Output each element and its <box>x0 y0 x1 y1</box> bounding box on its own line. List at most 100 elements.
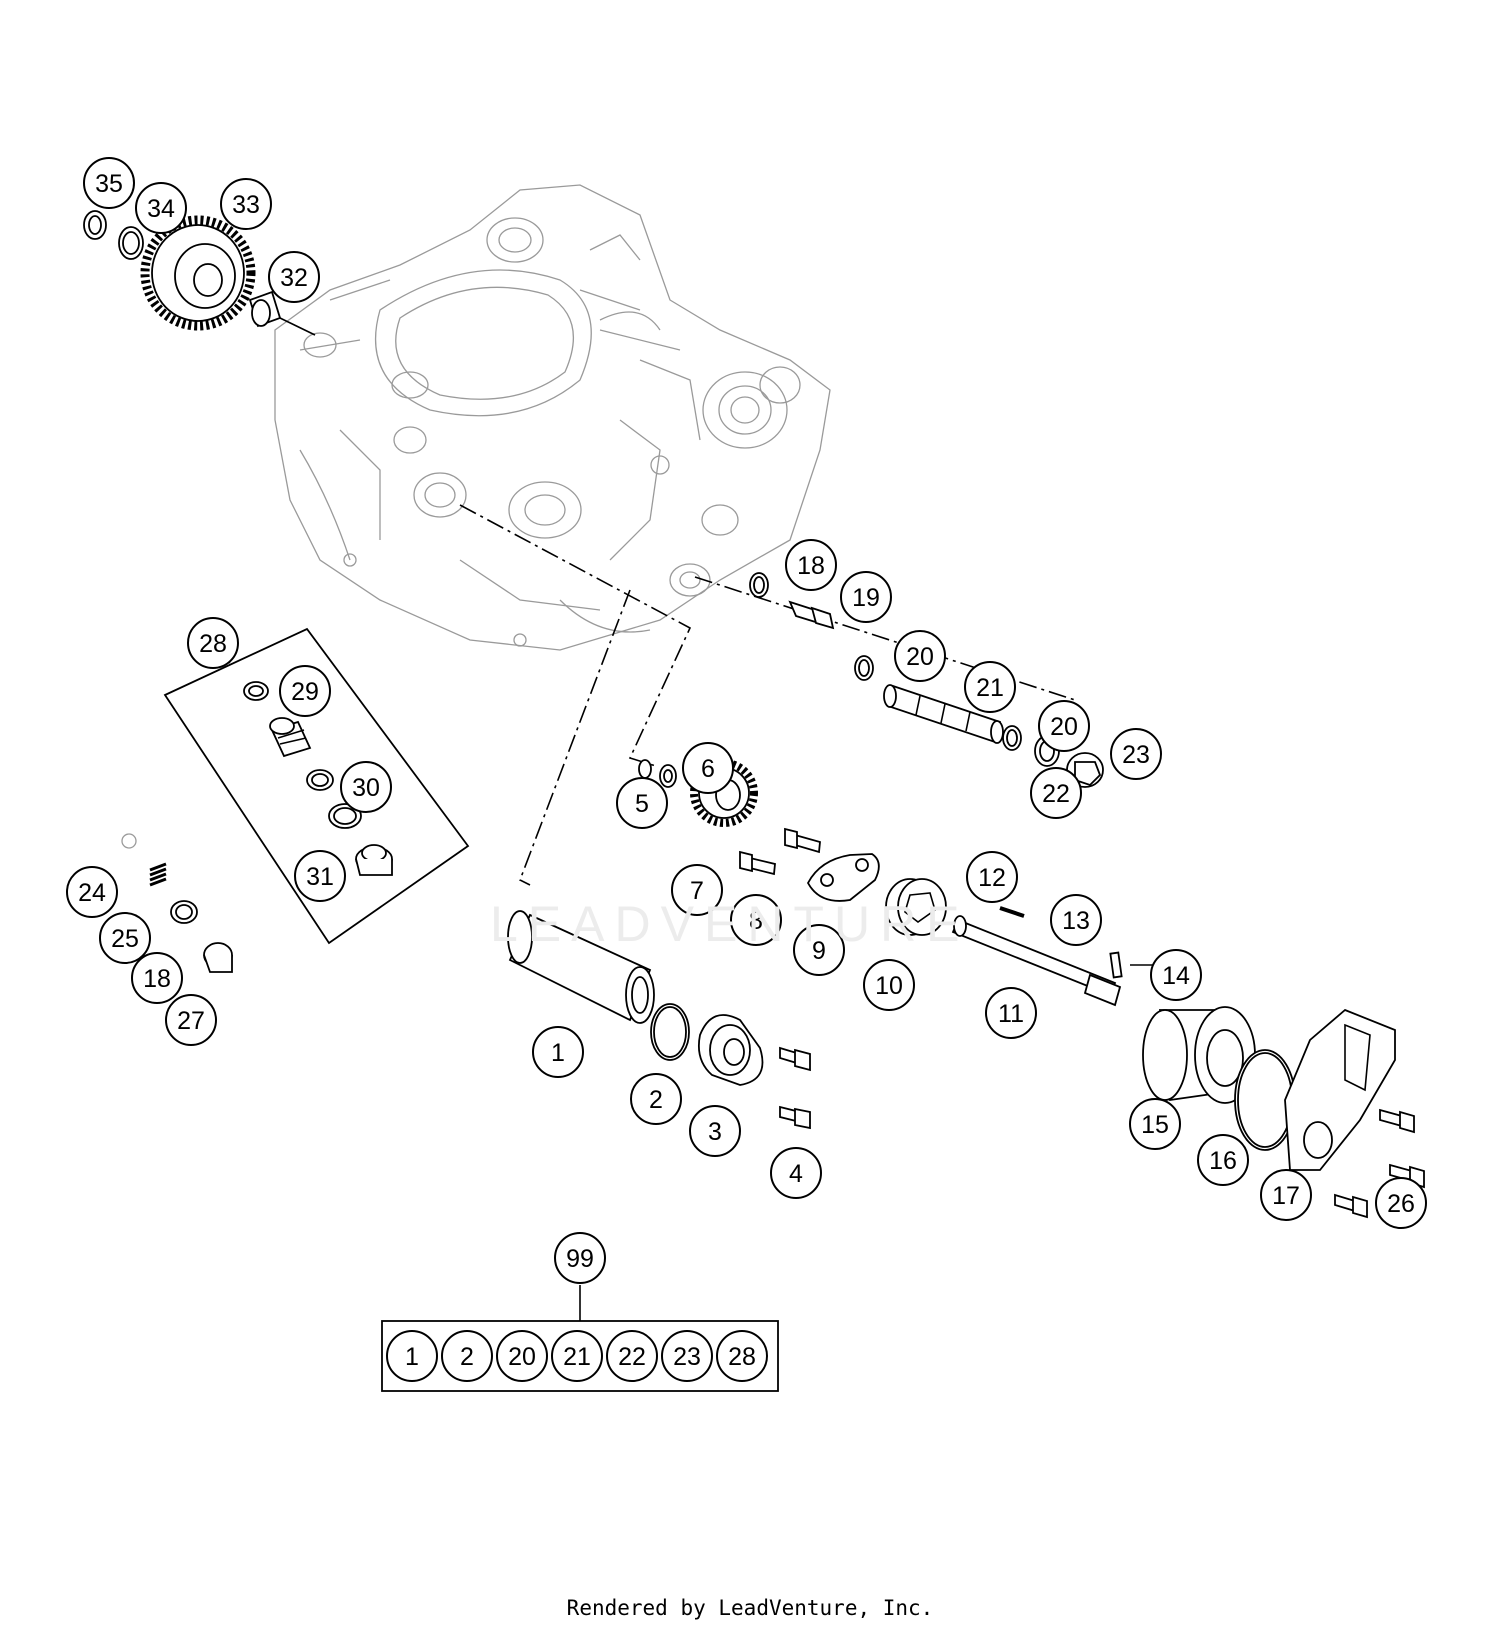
callout-label: 30 <box>352 774 380 802</box>
callout-circle <box>165 994 217 1046</box>
kit-item-circle <box>661 1330 713 1382</box>
bushing-32 <box>248 290 316 336</box>
kit-item-circle <box>441 1330 493 1382</box>
callout-24-ball: 24 <box>66 866 118 918</box>
kit-item-21: 21 <box>551 1330 603 1382</box>
kit-item-28: 28 <box>716 1330 768 1382</box>
callout-19-screw-plug: 19 <box>840 571 892 623</box>
callout-33-gear: 33 <box>220 178 272 230</box>
pin-13 <box>999 906 1025 918</box>
kit-item-23: 23 <box>661 1330 713 1382</box>
callout-22-seal-ring: 22 <box>1030 767 1082 819</box>
callout-circle <box>689 1105 741 1157</box>
callout-99-kit: 99 <box>554 1232 606 1284</box>
callout-label: 20 <box>1050 713 1078 741</box>
callout-14-pin: 14 <box>1150 949 1202 1001</box>
seal-ring-18b <box>749 572 769 598</box>
o-ring-20a <box>854 655 874 681</box>
kit-item-label: 20 <box>508 1343 536 1371</box>
callout-6-washer: 6 <box>682 742 734 794</box>
washer-34 <box>118 226 144 260</box>
callout-label: 34 <box>147 195 175 223</box>
rotor-10 <box>885 878 947 936</box>
callout-label: 20 <box>906 643 934 671</box>
kit-item-20: 20 <box>496 1330 548 1382</box>
kit-item-circle <box>606 1330 658 1382</box>
callout-circle <box>135 182 187 234</box>
callout-9-cover: 9 <box>793 924 845 976</box>
screw-4b <box>779 1105 811 1130</box>
ball-24 <box>121 833 137 849</box>
callout-label: 2 <box>649 1086 663 1114</box>
callout-1-oil-filter: 1 <box>532 1026 584 1078</box>
callout-circle <box>770 1147 822 1199</box>
kit-item-1: 1 <box>386 1330 438 1382</box>
callout-circle <box>268 251 320 303</box>
callout-label: 15 <box>1141 1111 1169 1139</box>
strainer <box>269 717 312 758</box>
callout-label: 12 <box>978 864 1006 892</box>
watermark: LEADVENTURE <box>490 896 970 952</box>
callout-circle <box>187 617 239 669</box>
callout-label: 33 <box>232 191 260 219</box>
oil-filter-1 <box>507 910 655 1024</box>
callout-circle <box>964 661 1016 713</box>
screw-8 <box>739 850 776 876</box>
kit-item-label: 1 <box>405 1343 419 1371</box>
callout-label: 13 <box>1062 907 1090 935</box>
callout-label: 32 <box>280 264 308 292</box>
callout-circle <box>894 630 946 682</box>
callout-circle <box>294 850 346 902</box>
callout-label: 8 <box>749 907 763 935</box>
washer-6 <box>659 764 677 788</box>
callout-circle <box>840 571 892 623</box>
kit-item-label: 21 <box>563 1343 591 1371</box>
kit-item-label: 22 <box>618 1343 646 1371</box>
kit-item-circle <box>716 1330 768 1382</box>
callout-label: 9 <box>812 937 826 965</box>
gear-33 <box>140 215 256 331</box>
callout-circle <box>730 894 782 946</box>
kit-item-label: 23 <box>673 1343 701 1371</box>
callout-2-o-ring: 2 <box>630 1073 682 1125</box>
callout-circle <box>66 866 118 918</box>
callout-circle <box>1050 894 1102 946</box>
callout-4-screw: 4 <box>770 1147 822 1199</box>
callout-label: 21 <box>976 674 1004 702</box>
callout-circle <box>279 665 331 717</box>
callout-32-bushing: 32 <box>268 251 320 303</box>
callout-27-screw-plug: 27 <box>165 994 217 1046</box>
callout-circle <box>99 912 151 964</box>
pin-14 <box>1109 951 1157 979</box>
callout-18-seal-ring: 18 <box>785 539 837 591</box>
callout-label: 27 <box>177 1007 205 1035</box>
callout-label: 28 <box>199 630 227 658</box>
screw-plug-27 <box>203 942 233 973</box>
kit-item-label: 28 <box>728 1343 756 1371</box>
filter-cover-3 <box>697 1014 764 1086</box>
callout-16-o-ring: 16 <box>1197 1134 1249 1186</box>
callout-label: 25 <box>111 925 139 953</box>
callout-circle <box>985 987 1037 1039</box>
callout-26-screw: 26 <box>1375 1177 1427 1229</box>
screw-26a <box>1379 1108 1415 1134</box>
callout-label: 19 <box>852 584 880 612</box>
screw-plug-23 <box>1066 752 1104 788</box>
callout-circle <box>83 157 135 209</box>
callout-label: 3 <box>708 1118 722 1146</box>
callout-label: 11 <box>998 1000 1024 1028</box>
kit-item-circle <box>496 1330 548 1382</box>
cover-9 <box>806 853 880 902</box>
callout-label: 7 <box>690 877 704 905</box>
filter-plug <box>355 844 393 876</box>
callout-20-o-ring: 20 <box>894 630 946 682</box>
callout-label: 16 <box>1209 1147 1237 1175</box>
callout-circle <box>863 959 915 1011</box>
callout-8-screw: 8 <box>730 894 782 946</box>
callout-circle <box>630 1073 682 1125</box>
callout-21-oil-screen: 21 <box>964 661 1016 713</box>
callout-28-filter-group: 28 <box>187 617 239 669</box>
callout-circle <box>671 864 723 916</box>
